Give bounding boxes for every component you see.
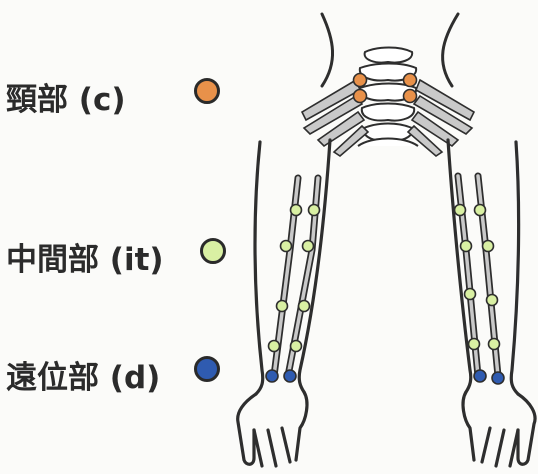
brachial-plexus-right (408, 80, 474, 156)
cervical-marker (354, 74, 367, 87)
intermediate-marker (291, 205, 302, 216)
intermediate-marker (309, 205, 320, 216)
intermediate-marker (487, 295, 498, 306)
intermediate-marker (291, 341, 302, 352)
intermediate-marker (269, 341, 280, 352)
intermediate-marker (281, 241, 292, 252)
intermediate-marker (299, 301, 310, 312)
distal-marker (474, 370, 486, 382)
intermediate-marker (489, 339, 500, 350)
distal-marker (284, 370, 296, 382)
distal-marker (266, 370, 278, 382)
cervical-marker (354, 90, 367, 103)
intermediate-marker (469, 339, 480, 350)
distal-markers (266, 370, 504, 384)
intermediate-marker (465, 289, 476, 300)
intermediate-marker (277, 301, 288, 312)
intermediate-marker (303, 241, 314, 252)
intermediate-marker (461, 241, 472, 252)
distal-marker (492, 372, 504, 384)
cervical-marker (404, 90, 417, 103)
intermediate-marker (483, 241, 494, 252)
intermediate-marker (455, 205, 466, 216)
cervical-marker (404, 74, 417, 87)
intermediate-marker (475, 205, 486, 216)
